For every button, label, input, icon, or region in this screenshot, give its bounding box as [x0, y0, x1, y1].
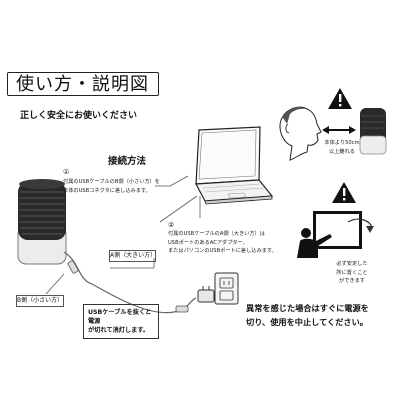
- note-line: が切れて消灯します。: [88, 327, 150, 334]
- page-title: 使い方・説明図: [7, 72, 159, 96]
- presenter-illustration: [297, 211, 374, 258]
- step1-number: ①: [63, 168, 70, 176]
- warning-text: 異常を感じた場合はすぐに電源を 切り、使用を中止してください。: [246, 301, 369, 329]
- step2-line: またはパソコンのUSBポートに差し込みます。: [168, 248, 277, 254]
- distance-line: 本体より50cm: [324, 140, 360, 146]
- warning-icon: [328, 88, 352, 109]
- stable-line: 所に置くこと: [336, 269, 368, 276]
- unplug-note: USBケーブルを抜くと電源 が切れて消灯します。: [83, 304, 159, 339]
- note-line: USBケーブルを抜くと電源: [88, 309, 152, 325]
- ac-adapter-illustration: [197, 272, 239, 305]
- leader-b: [45, 273, 65, 295]
- label-b-side: B側（小さい方）: [16, 295, 64, 307]
- plug-b-illustration: [67, 260, 79, 274]
- step2-number: ②: [168, 221, 175, 229]
- warning-icon: [332, 182, 356, 203]
- distance-line: 以上離れる: [329, 148, 355, 155]
- stable-line: 必ず安定した: [336, 261, 368, 267]
- cable-b: [63, 251, 93, 285]
- plug-a-illustration: [175, 305, 189, 313]
- connection-heading: 接続方法: [108, 156, 147, 167]
- stable-line: ができます: [339, 278, 365, 284]
- step1-text: 付属のUSBケーブルのB側（小さい方）を 本体のUSBコネクタに差し込みます。: [63, 178, 160, 195]
- laptop-illustration: [195, 126, 274, 205]
- label-a-side: A側（大きい方）: [109, 250, 156, 262]
- warning-line: 切り、使用を中止してください。: [246, 317, 368, 327]
- step2-line: 付属のUSBケーブルのA側（大きい方）は: [168, 231, 265, 237]
- page-subtitle: 正しく安全にお使いください: [20, 111, 138, 121]
- small-device-illustration: [359, 108, 387, 155]
- head-illustration: [279, 106, 322, 161]
- step1-line: 本体のUSBコネクタに差し込みます。: [63, 187, 151, 194]
- step1-line: 付属のUSBケーブルのB側（小さい方）を: [63, 179, 160, 185]
- device-illustration: [17, 179, 67, 265]
- cable-a: [91, 283, 197, 314]
- distance-text: 本体より50cm 以上離れる: [322, 139, 362, 156]
- stable-text: 必ず安定した 所に置くこと ができます: [330, 260, 374, 286]
- step2-text: 付属のUSBケーブルのA側（大きい方）は USBポートのあるACアダプター、 ま…: [168, 230, 277, 256]
- distance-arrow: [322, 126, 356, 134]
- step2-line: USBポートのあるACアダプター、: [168, 239, 248, 246]
- warning-line: 異常を感じた場合はすぐに電源を: [246, 303, 369, 313]
